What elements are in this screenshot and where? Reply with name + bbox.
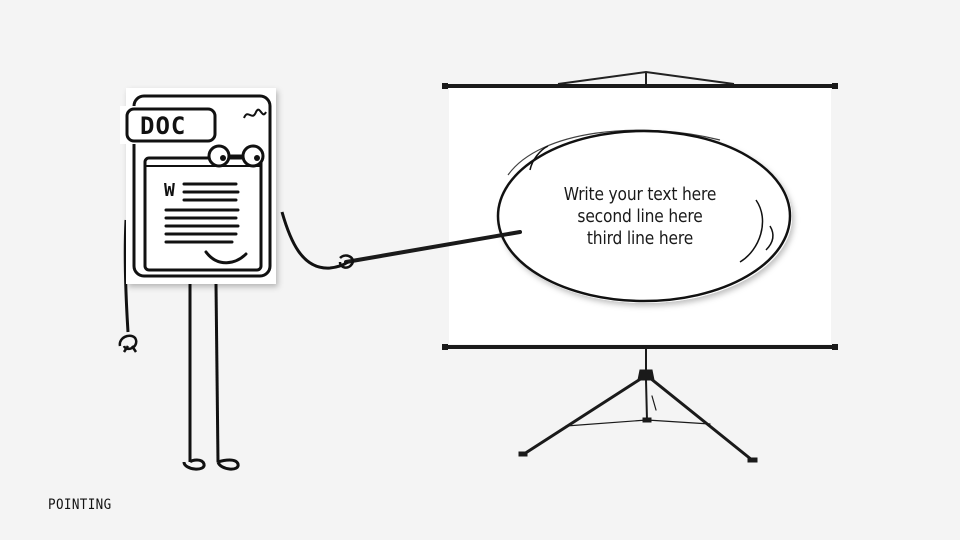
speech-line-3: third line here	[586, 228, 694, 249]
speech-bubble-text: Write your text here second line here th…	[528, 184, 752, 250]
tripod-stand	[518, 348, 758, 463]
speech-line-2: second line here	[577, 206, 703, 227]
doc-w-glyph: W	[164, 180, 175, 201]
slide-caption: POINTING	[48, 497, 112, 513]
speech-line-1: Write your text here	[563, 184, 717, 205]
eyes	[207, 144, 265, 168]
pointer-stick	[344, 230, 522, 264]
doc-tag-label: DOC	[140, 112, 186, 140]
speech-bubble	[496, 129, 792, 303]
doc-character: W DOC	[118, 88, 355, 471]
